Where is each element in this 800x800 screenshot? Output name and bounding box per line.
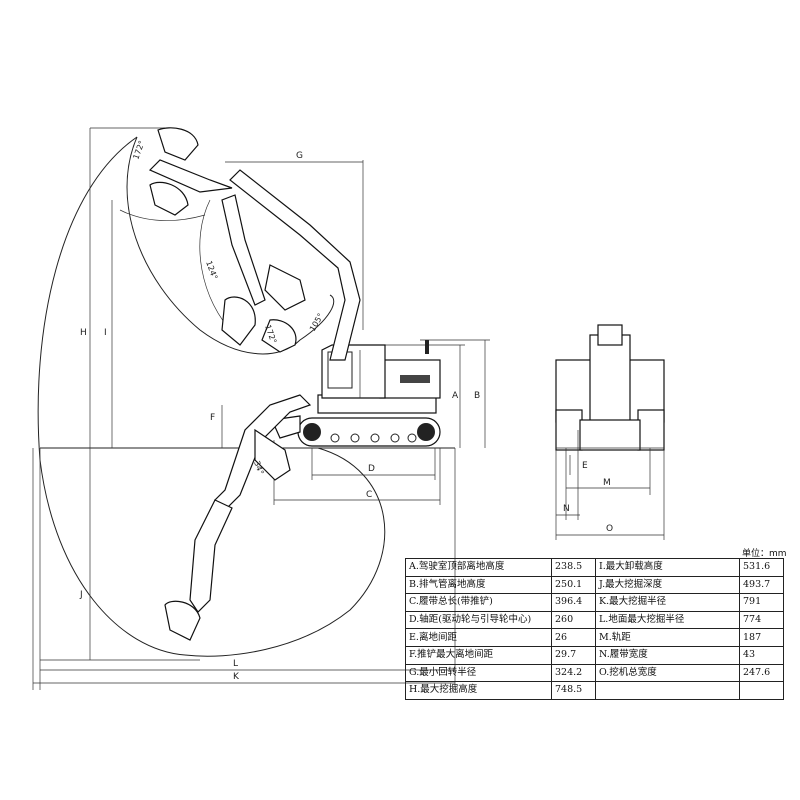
spec-label: F.推铲最大离地间距 (405, 645, 552, 665)
spec-value: 324.2 (551, 663, 596, 683)
spec-value: 260 (551, 610, 596, 630)
spec-value: 531.6 (739, 558, 784, 577)
spec-label: J.最大挖掘深度 (595, 575, 740, 595)
dim-a: A (452, 391, 459, 401)
dim-n: N (563, 504, 570, 514)
dim-g: G (296, 151, 303, 161)
angle-label: 124° (204, 260, 219, 281)
dim-m: M (603, 478, 611, 488)
spec-value: 238.5 (551, 558, 596, 577)
bucket-low (164, 600, 201, 641)
spec-label: E.离地间距 (405, 628, 552, 647)
spec-value (739, 681, 784, 700)
dim-j: J (79, 590, 83, 600)
right-track-front (637, 409, 665, 451)
dim-d: D (368, 464, 375, 474)
spec-label: D.轴距(驱动轮与引导轮中心) (405, 610, 552, 630)
spec-label: L.地面最大挖掘半径 (595, 610, 740, 630)
spec-label: I.最大卸载高度 (595, 558, 740, 577)
spec-label: H.最大挖掘高度 (405, 681, 552, 700)
exhaust-pipe (425, 340, 429, 354)
boom (229, 169, 361, 361)
bucket-top (157, 127, 199, 161)
angle-label: 105° (308, 312, 325, 333)
spec-value: 791 (739, 593, 784, 612)
unit-label: 单位：mm (742, 549, 787, 559)
spec-label: G.最小回转半径 (405, 663, 552, 683)
max-reach-arc (184, 447, 386, 657)
digging-arm-positions (164, 394, 312, 641)
dim-k: K (233, 672, 240, 682)
dim-h: H (80, 328, 87, 338)
angle-label: 172° (131, 139, 146, 160)
spec-label: O.挖机总宽度 (595, 663, 740, 683)
spec-value: 748.5 (551, 681, 596, 700)
excavator-front-view (555, 324, 665, 540)
spec-label (595, 681, 740, 700)
dim-e: E (582, 461, 588, 471)
spec-value: 29.7 (551, 645, 596, 665)
spec-label: C.履带总长(带推铲) (405, 593, 552, 612)
spec-value: 774 (739, 610, 784, 630)
dim-i: I (104, 328, 107, 338)
dim-l: L (233, 659, 238, 669)
spec-value: 247.6 (739, 663, 784, 683)
dim-o: O (606, 524, 613, 534)
spec-label: N.履带宽度 (595, 645, 740, 665)
spec-label: B.排气管离地高度 (405, 575, 552, 595)
bucket-mid (221, 296, 256, 346)
dim-b: B (474, 391, 480, 401)
spec-label: M.轨距 (595, 628, 740, 647)
dim-c: C (366, 490, 372, 500)
working-range-envelope (37, 136, 186, 656)
max-dump-envelope (126, 136, 335, 355)
dim-f: F (210, 413, 215, 423)
spec-value: 26 (551, 628, 596, 647)
spec-label: A.驾驶室顶部离地高度 (405, 558, 552, 577)
spec-label: K.最大挖掘半径 (595, 593, 740, 612)
spec-value: 43 (739, 645, 784, 665)
spec-value: 493.7 (739, 575, 784, 595)
top-arc (119, 209, 206, 222)
spec-value: 187 (739, 628, 784, 647)
excavator-side-view (229, 169, 441, 447)
spec-value: 250.1 (551, 575, 596, 595)
raised-arm-positions (148, 127, 306, 353)
spec-value: 396.4 (551, 593, 596, 612)
front-boom (589, 334, 631, 426)
